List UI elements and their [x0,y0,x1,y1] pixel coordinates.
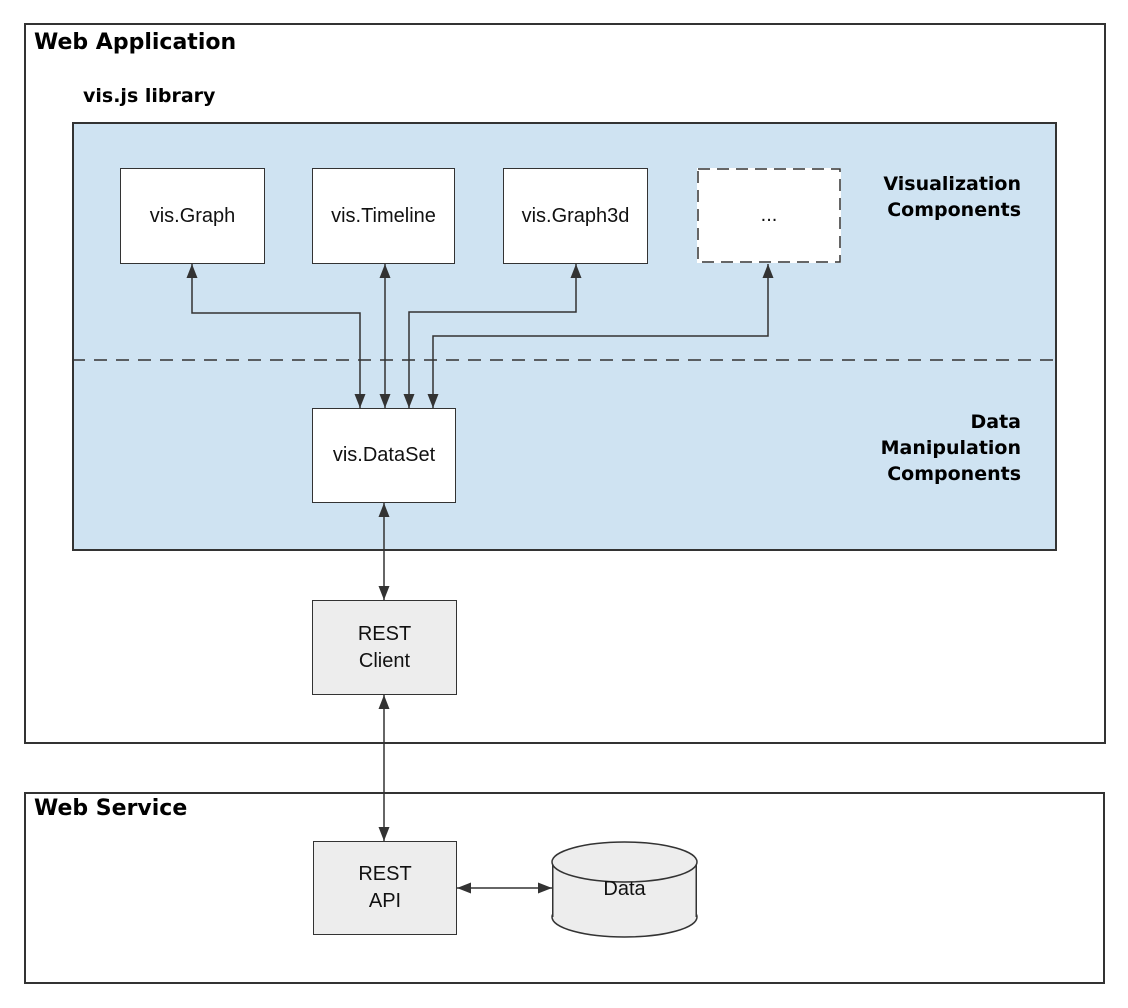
node-vis-graph3d: vis.Graph3d [503,168,648,264]
node-rest-api-label-line2: API [368,890,402,912]
data-manipulation-label-line3: Components [887,463,1021,485]
node-vis-graph: vis.Graph [120,168,265,264]
data-store-label-text: Data [603,878,646,900]
web-service-title: Web Service [34,796,188,821]
data-manipulation-components-label: Data Manipulation Components [881,409,1021,487]
visjs-library-title: vis.js library [83,85,216,107]
node-vis-graph3d-label: vis.Graph3d [521,204,630,227]
node-vis-timeline: vis.Timeline [312,168,455,264]
data-manipulation-label-line1: Data [970,411,1022,433]
node-rest-api: REST API [313,841,457,935]
node-vis-dataset: vis.DataSet [312,408,456,503]
data-manipulation-label-line2: Manipulation [880,437,1021,459]
node-rest-api-label-line1: REST [358,863,412,885]
node-vis-dataset-label: vis.DataSet [332,444,436,466]
node-more-components: ... [697,168,841,263]
data-cylinder-label: Data [552,842,697,937]
node-vis-timeline-label: vis.Timeline [331,204,436,227]
node-more-components-label: ... [760,204,778,226]
node-rest-client-label-line1: REST [357,622,412,645]
node-rest-client-label-line2: Client [358,649,411,672]
visualization-components-label: Visualization Components [883,171,1021,223]
web-application-title: Web Application [34,30,237,55]
node-rest-client: REST Client [312,600,457,695]
visualization-components-label-line1: Visualization [883,173,1021,195]
node-vis-graph-label: vis.Graph [149,204,236,227]
visualization-components-label-line2: Components [887,199,1021,221]
